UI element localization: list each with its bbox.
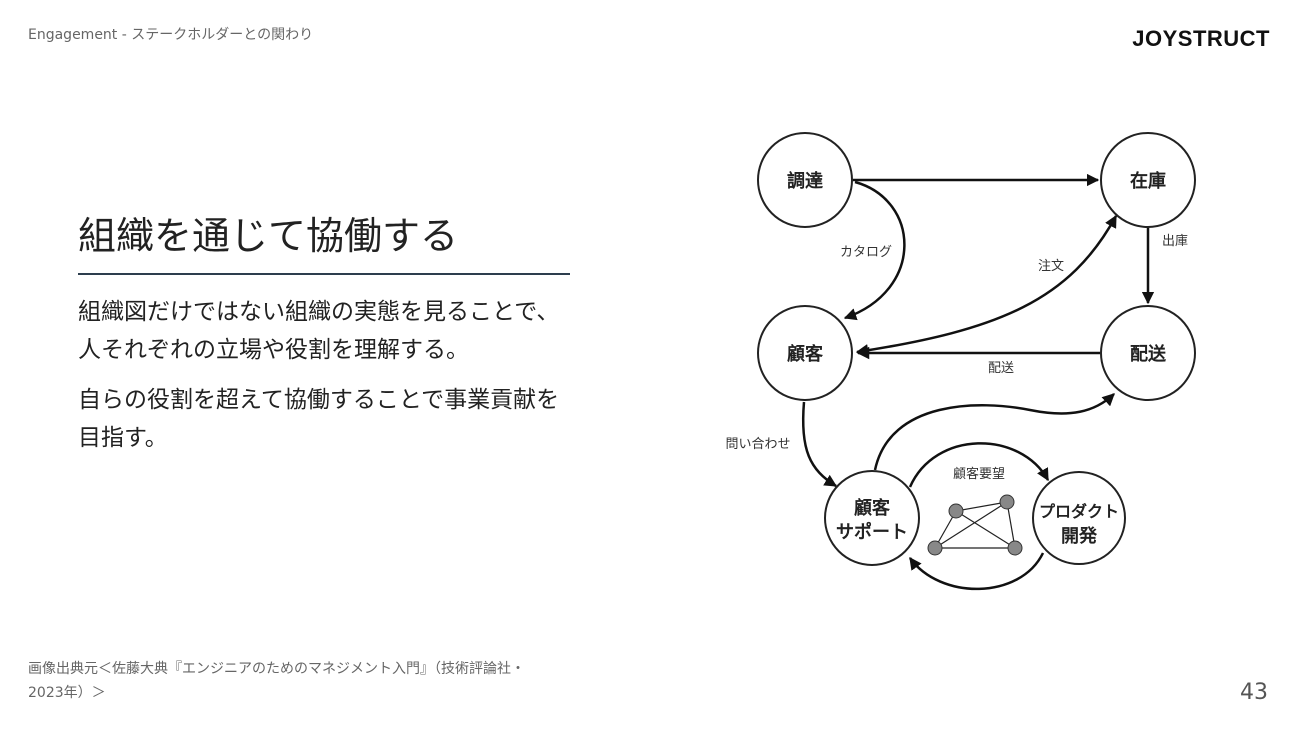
edge-order [855,214,1118,357]
edge-label-inquiry: 問い合わせ [725,437,790,452]
node-label: サポート [836,521,908,543]
brand-logo: JOYSTRUCT [1132,26,1270,51]
node-label: 配送 [1130,343,1167,365]
citation-line: 画像出典元＜佐藤大典『エンジニアのためのマネジメント入門』（技術評論社・ [28,661,525,677]
slide-title: 組織を通じて協働する [78,214,459,258]
slide-body: 組織図だけではない組織の実態を見ることで、人それぞれの立場や役割を理解する。 自… [78,293,578,469]
node-label: 調達 [787,170,823,192]
node-customer-support: 顧客 サポート [824,470,920,566]
edge-request [908,442,1050,488]
title-divider [78,273,570,275]
image-source-citation: 画像出典元＜佐藤大典『エンジニアのためのマネジメント入門』（技術評論社・ 202… [28,657,648,705]
edge-label-order: 注文 [1038,259,1064,274]
body-paragraph: 組織図だけではない組織の実態を見ることで、人それぞれの立場や役割を理解する。 [78,299,560,363]
node-label: プロダクト [1039,502,1119,521]
node-product-development: プロダクト 開発 [1032,471,1126,565]
node-label: 在庫 [1130,170,1166,192]
node-customer: 顧客 [757,305,853,401]
edge-support-delivery [873,393,1115,471]
node-inventory: 在庫 [1100,132,1196,228]
edge-label-request: 顧客要望 [953,466,1005,482]
edge-label-catalog: カタログ [840,245,892,260]
edge-inquiry [801,401,838,488]
body-paragraph: 自らの役割を超えて協働することで事業貢献を目指す。 [78,387,560,451]
edge-label-shipping: 出庫 [1162,234,1188,249]
breadcrumb: Engagement - ステークホルダーとの関わり [28,27,314,43]
edge-label-delivery: 配送 [988,361,1014,376]
citation-line: 2023年）＞ [28,685,106,701]
node-procurement: 調達 [757,132,853,228]
node-label: 顧客 [854,497,891,519]
network-icon [927,494,1023,556]
edge-feedback [908,552,1045,591]
node-delivery: 配送 [1100,305,1196,401]
page-number: 43 [1240,680,1268,705]
node-label: 開発 [1061,525,1098,547]
node-label: 顧客 [787,343,824,365]
